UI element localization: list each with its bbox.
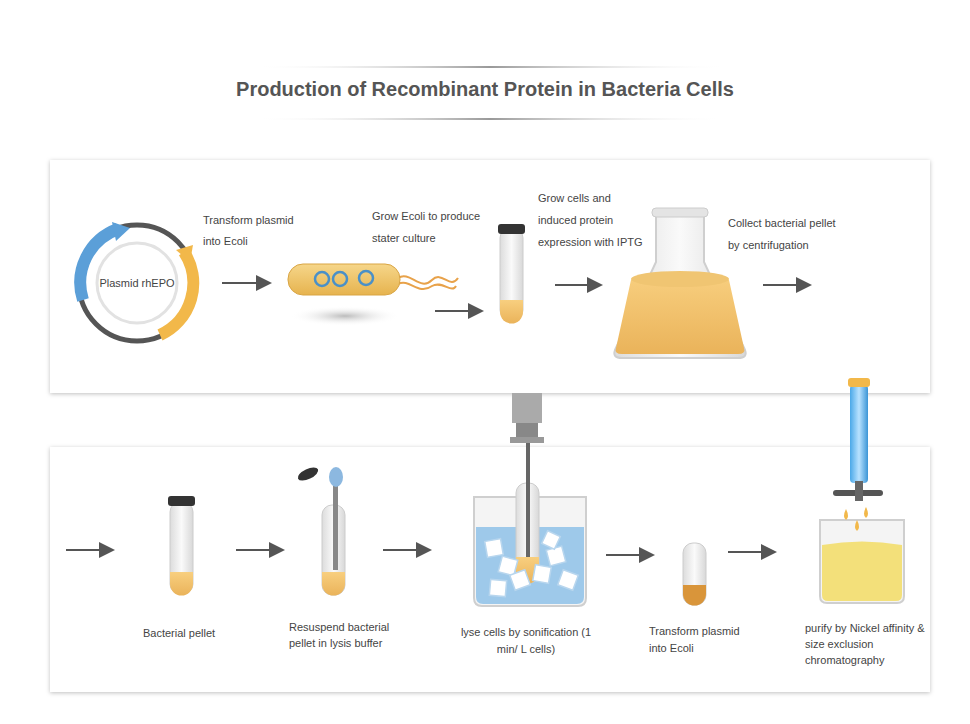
step-label: Transform plasmid into Ecoli bbox=[203, 210, 303, 252]
step-label: Grow Ecoli to produce stater culture bbox=[372, 205, 484, 249]
step-label: Grow cells and induced protein expressio… bbox=[538, 187, 650, 253]
plasmid-circle: Plasmid rhEPO bbox=[99, 272, 175, 294]
step-label: purify by Nickel affinity & size exclusi… bbox=[805, 620, 929, 668]
step-label: Resuspend bacterial pellet in lysis buff… bbox=[289, 619, 401, 651]
plasmid-label: Plasmid rhEPO bbox=[99, 272, 174, 294]
step-label: Transform plasmid into Ecoli bbox=[649, 623, 747, 657]
step-label: Bacterial pellet bbox=[124, 625, 234, 641]
step-label: Collect bacterial pellet by centrifugati… bbox=[728, 212, 846, 256]
step-label: lyse cells by sonification (1 min/ L cel… bbox=[451, 624, 601, 658]
diagram-title: Production of Recombinant Protein in Bac… bbox=[0, 78, 970, 101]
